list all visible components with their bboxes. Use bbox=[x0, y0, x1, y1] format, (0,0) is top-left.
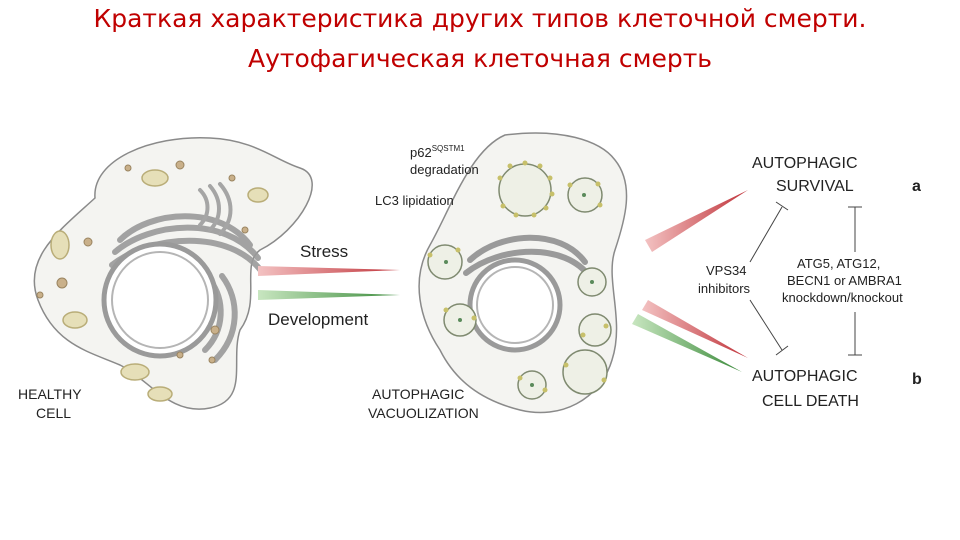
p62-label: p62SQSTM1 bbox=[410, 144, 465, 160]
cell-death-label-line-2: CELL DEATH bbox=[762, 393, 859, 410]
slide-title-line-1: Краткая характеристика других типов клет… bbox=[93, 4, 867, 33]
vps34-label-line-1: VPS34 bbox=[706, 263, 746, 278]
stress-arrow bbox=[258, 266, 400, 276]
survival-label-line-2: SURVIVAL bbox=[776, 178, 854, 195]
death-arrow-green bbox=[632, 314, 742, 372]
development-arrow bbox=[258, 290, 400, 300]
lc3-lipidation-label: LC3 lipidation bbox=[375, 193, 454, 208]
atg-label-line-3: knockdown/knockout bbox=[782, 290, 903, 305]
healthy-cell: HEALTHY CELL bbox=[18, 137, 313, 421]
atg-label-line-2: BECN1 or AMBRA1 bbox=[787, 273, 902, 288]
atg-inhibition-lines bbox=[848, 206, 862, 356]
survival-label-line-1: AUTOPHAGIC bbox=[752, 155, 858, 172]
cell-death-label-line-1: AUTOPHAGIC bbox=[752, 368, 858, 385]
healthy-cell-label-line-2: CELL bbox=[36, 405, 71, 421]
panel-b-label: b bbox=[912, 371, 922, 388]
atg-label-line-1: ATG5, ATG12, bbox=[797, 256, 880, 271]
vps34-inhibition-lines bbox=[749, 201, 789, 356]
panel-a-label: a bbox=[912, 178, 921, 195]
vacuolization-label-line-2: VACUOLIZATION bbox=[368, 405, 479, 421]
development-label: Development bbox=[268, 310, 368, 329]
vacuolization-label-line-1: AUTOPHAGIC bbox=[372, 386, 464, 402]
slide-title-line-2: Аутофагическая клеточная смерть bbox=[247, 44, 713, 73]
healthy-cell-label-line-1: HEALTHY bbox=[18, 386, 82, 402]
vacuolized-cell: AUTOPHAGIC VACUOLIZATION bbox=[368, 132, 628, 421]
stress-label: Stress bbox=[300, 242, 348, 261]
death-arrow-red bbox=[642, 300, 748, 358]
survival-arrow bbox=[645, 190, 748, 252]
vps34-label-line-2: inhibitors bbox=[698, 281, 751, 296]
degradation-label: degradation bbox=[410, 162, 479, 177]
